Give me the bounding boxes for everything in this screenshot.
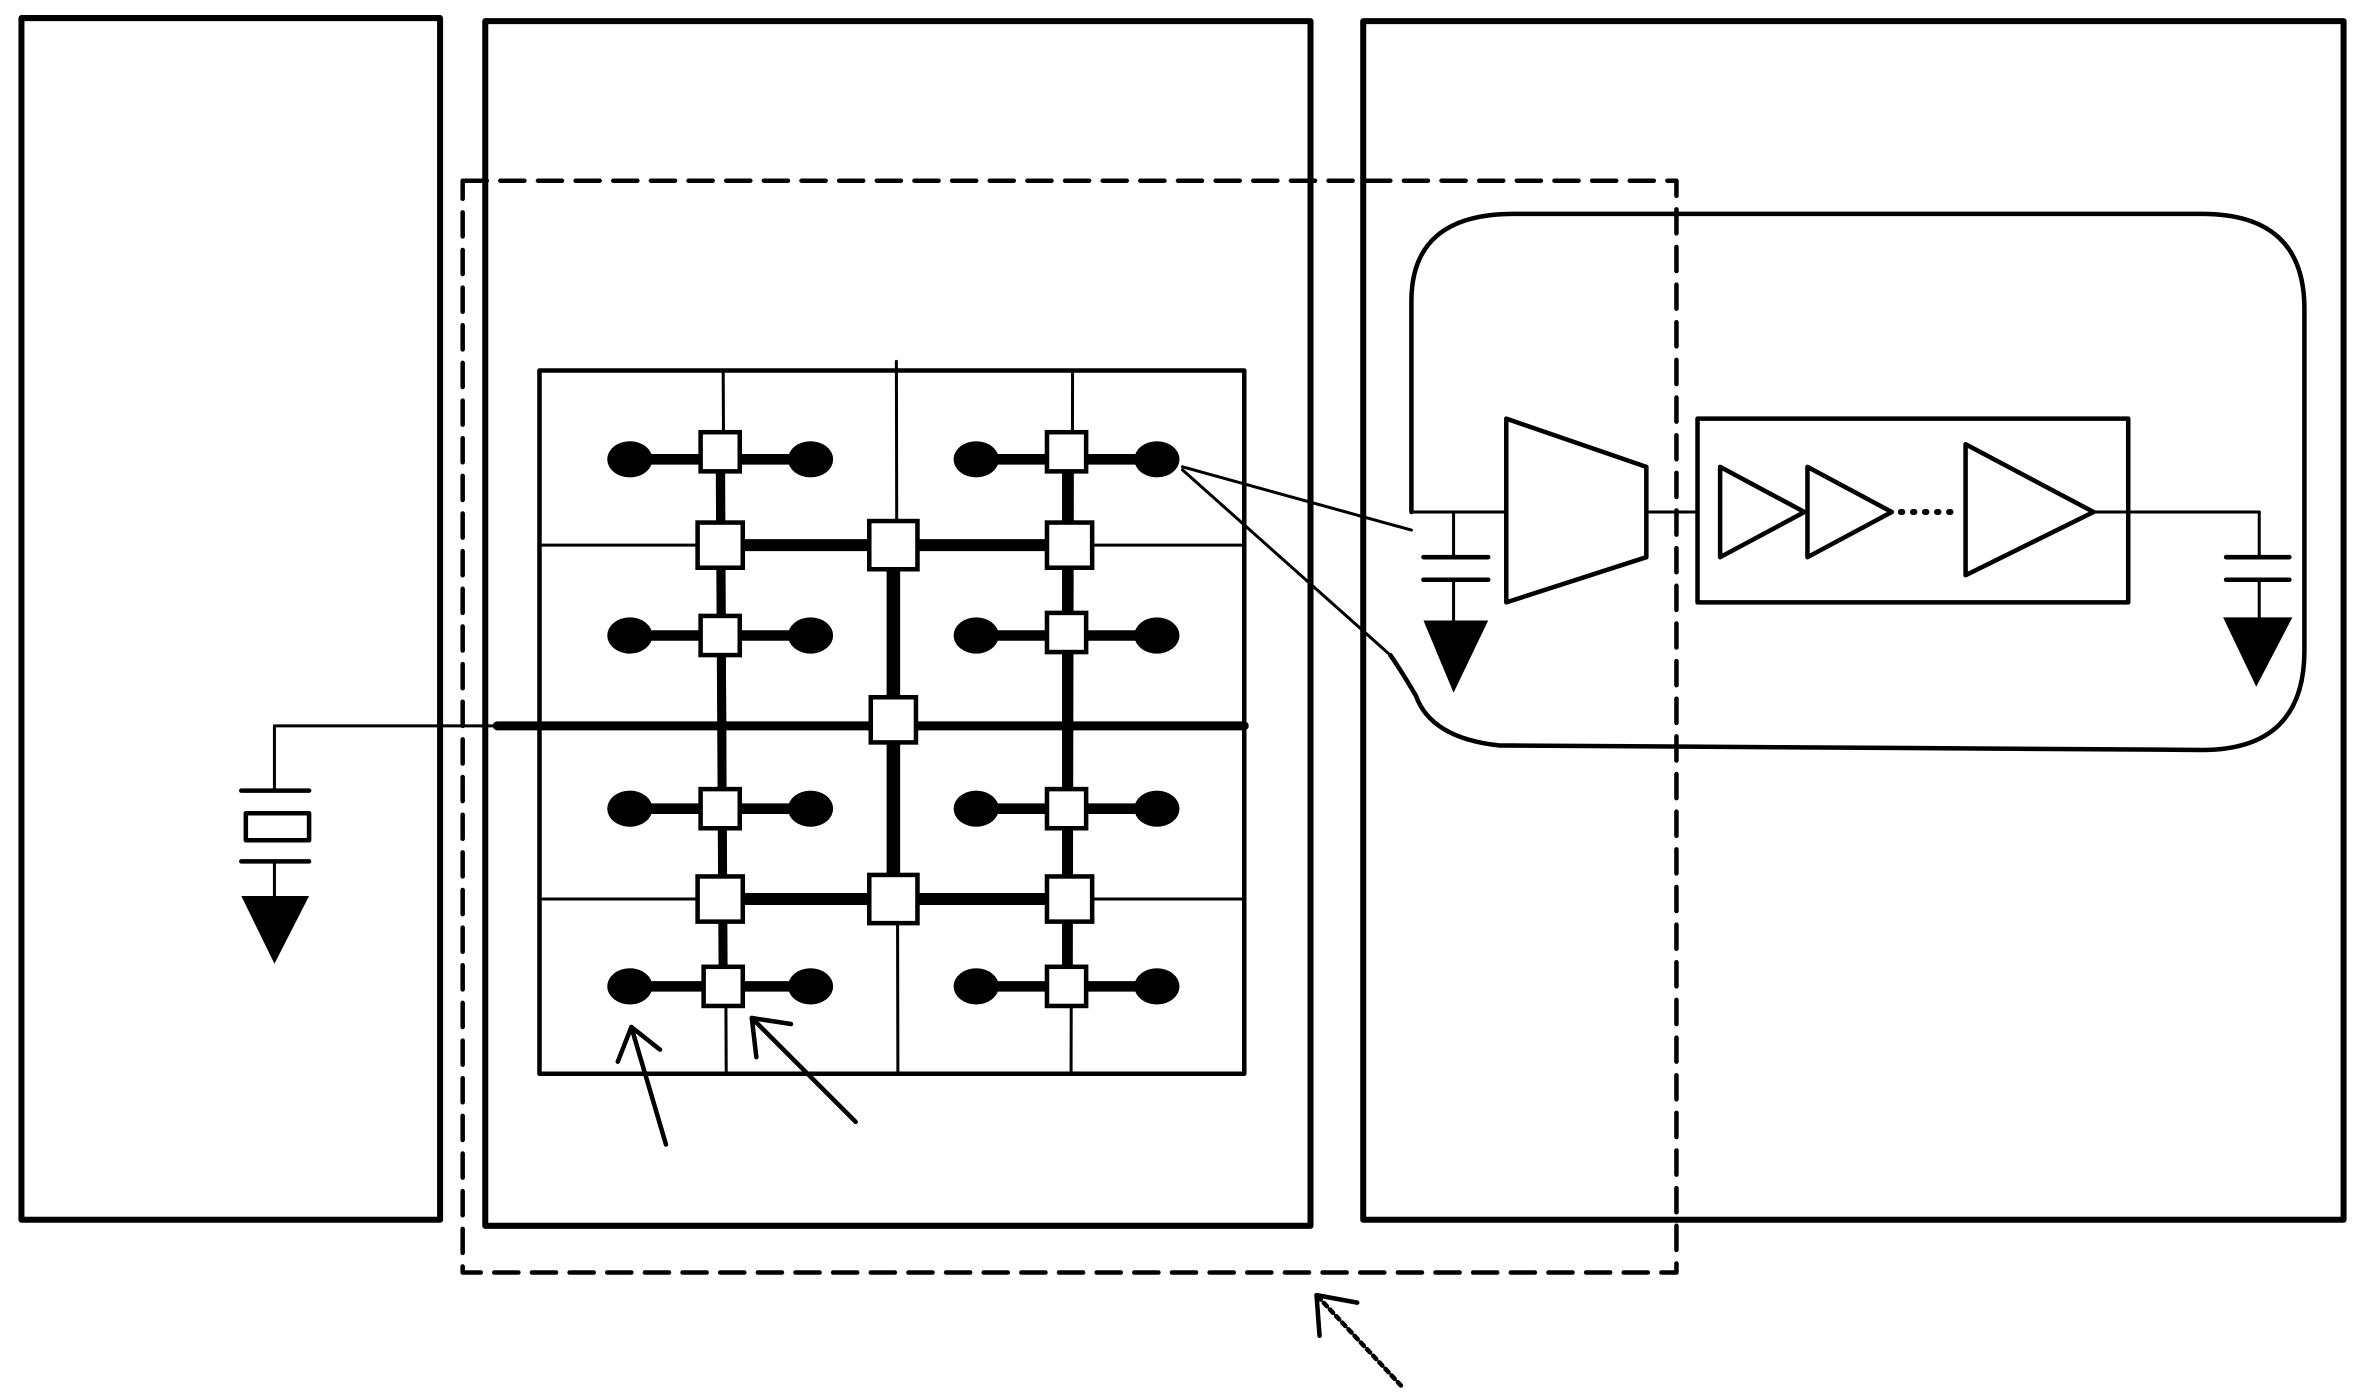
center-panel <box>482 18 1314 1229</box>
electrode <box>1134 790 1180 827</box>
buffer-icon <box>1805 464 1895 560</box>
switch-box <box>1044 874 1095 924</box>
switch-box <box>867 872 920 926</box>
electrode <box>953 968 999 1005</box>
switch-box <box>698 613 743 658</box>
switch-box <box>867 518 920 572</box>
electrode <box>607 441 653 478</box>
switch-box <box>1044 429 1089 474</box>
switch-box <box>698 429 743 474</box>
electrode <box>787 968 834 1005</box>
switch-box <box>1044 520 1095 570</box>
switch-box <box>698 786 743 831</box>
electrode <box>607 968 653 1005</box>
switch-box <box>1044 786 1089 831</box>
ground-icon <box>1423 620 1489 693</box>
capacitor-right <box>2092 510 2292 619</box>
switch-box <box>868 694 919 745</box>
bus-lines <box>272 447 1249 991</box>
electrode <box>953 617 999 654</box>
electrode <box>607 617 653 654</box>
right-panel <box>1360 18 2347 1223</box>
electrode <box>1134 968 1180 1005</box>
electrode <box>787 617 834 654</box>
arrow-icon <box>615 1024 669 1147</box>
amplifier <box>1504 416 1649 605</box>
electrode <box>1134 441 1180 478</box>
left-panel <box>18 15 444 1223</box>
ground-icon <box>241 896 310 964</box>
capacitor-left <box>1409 510 1508 622</box>
ground-icon <box>2223 617 2293 687</box>
buffer-icon <box>1717 464 1807 560</box>
switch-box <box>1044 610 1089 655</box>
buffer-icon <box>1963 441 2096 578</box>
electrode <box>953 441 999 478</box>
switch-box <box>695 874 746 924</box>
switch-box <box>1044 964 1089 1009</box>
dotted-arrow-icon <box>1314 1292 1404 1388</box>
electrode <box>953 790 999 827</box>
feedback-loop <box>1388 211 2307 753</box>
electrode <box>787 790 834 827</box>
switch-box <box>695 520 746 570</box>
switch-boxes <box>695 429 1095 1009</box>
arrow-icon <box>749 1015 858 1125</box>
electrode <box>787 441 834 478</box>
electrode <box>1134 617 1180 654</box>
electrode <box>607 790 653 827</box>
crystal-resonator <box>239 724 312 898</box>
switch-box <box>701 964 746 1009</box>
